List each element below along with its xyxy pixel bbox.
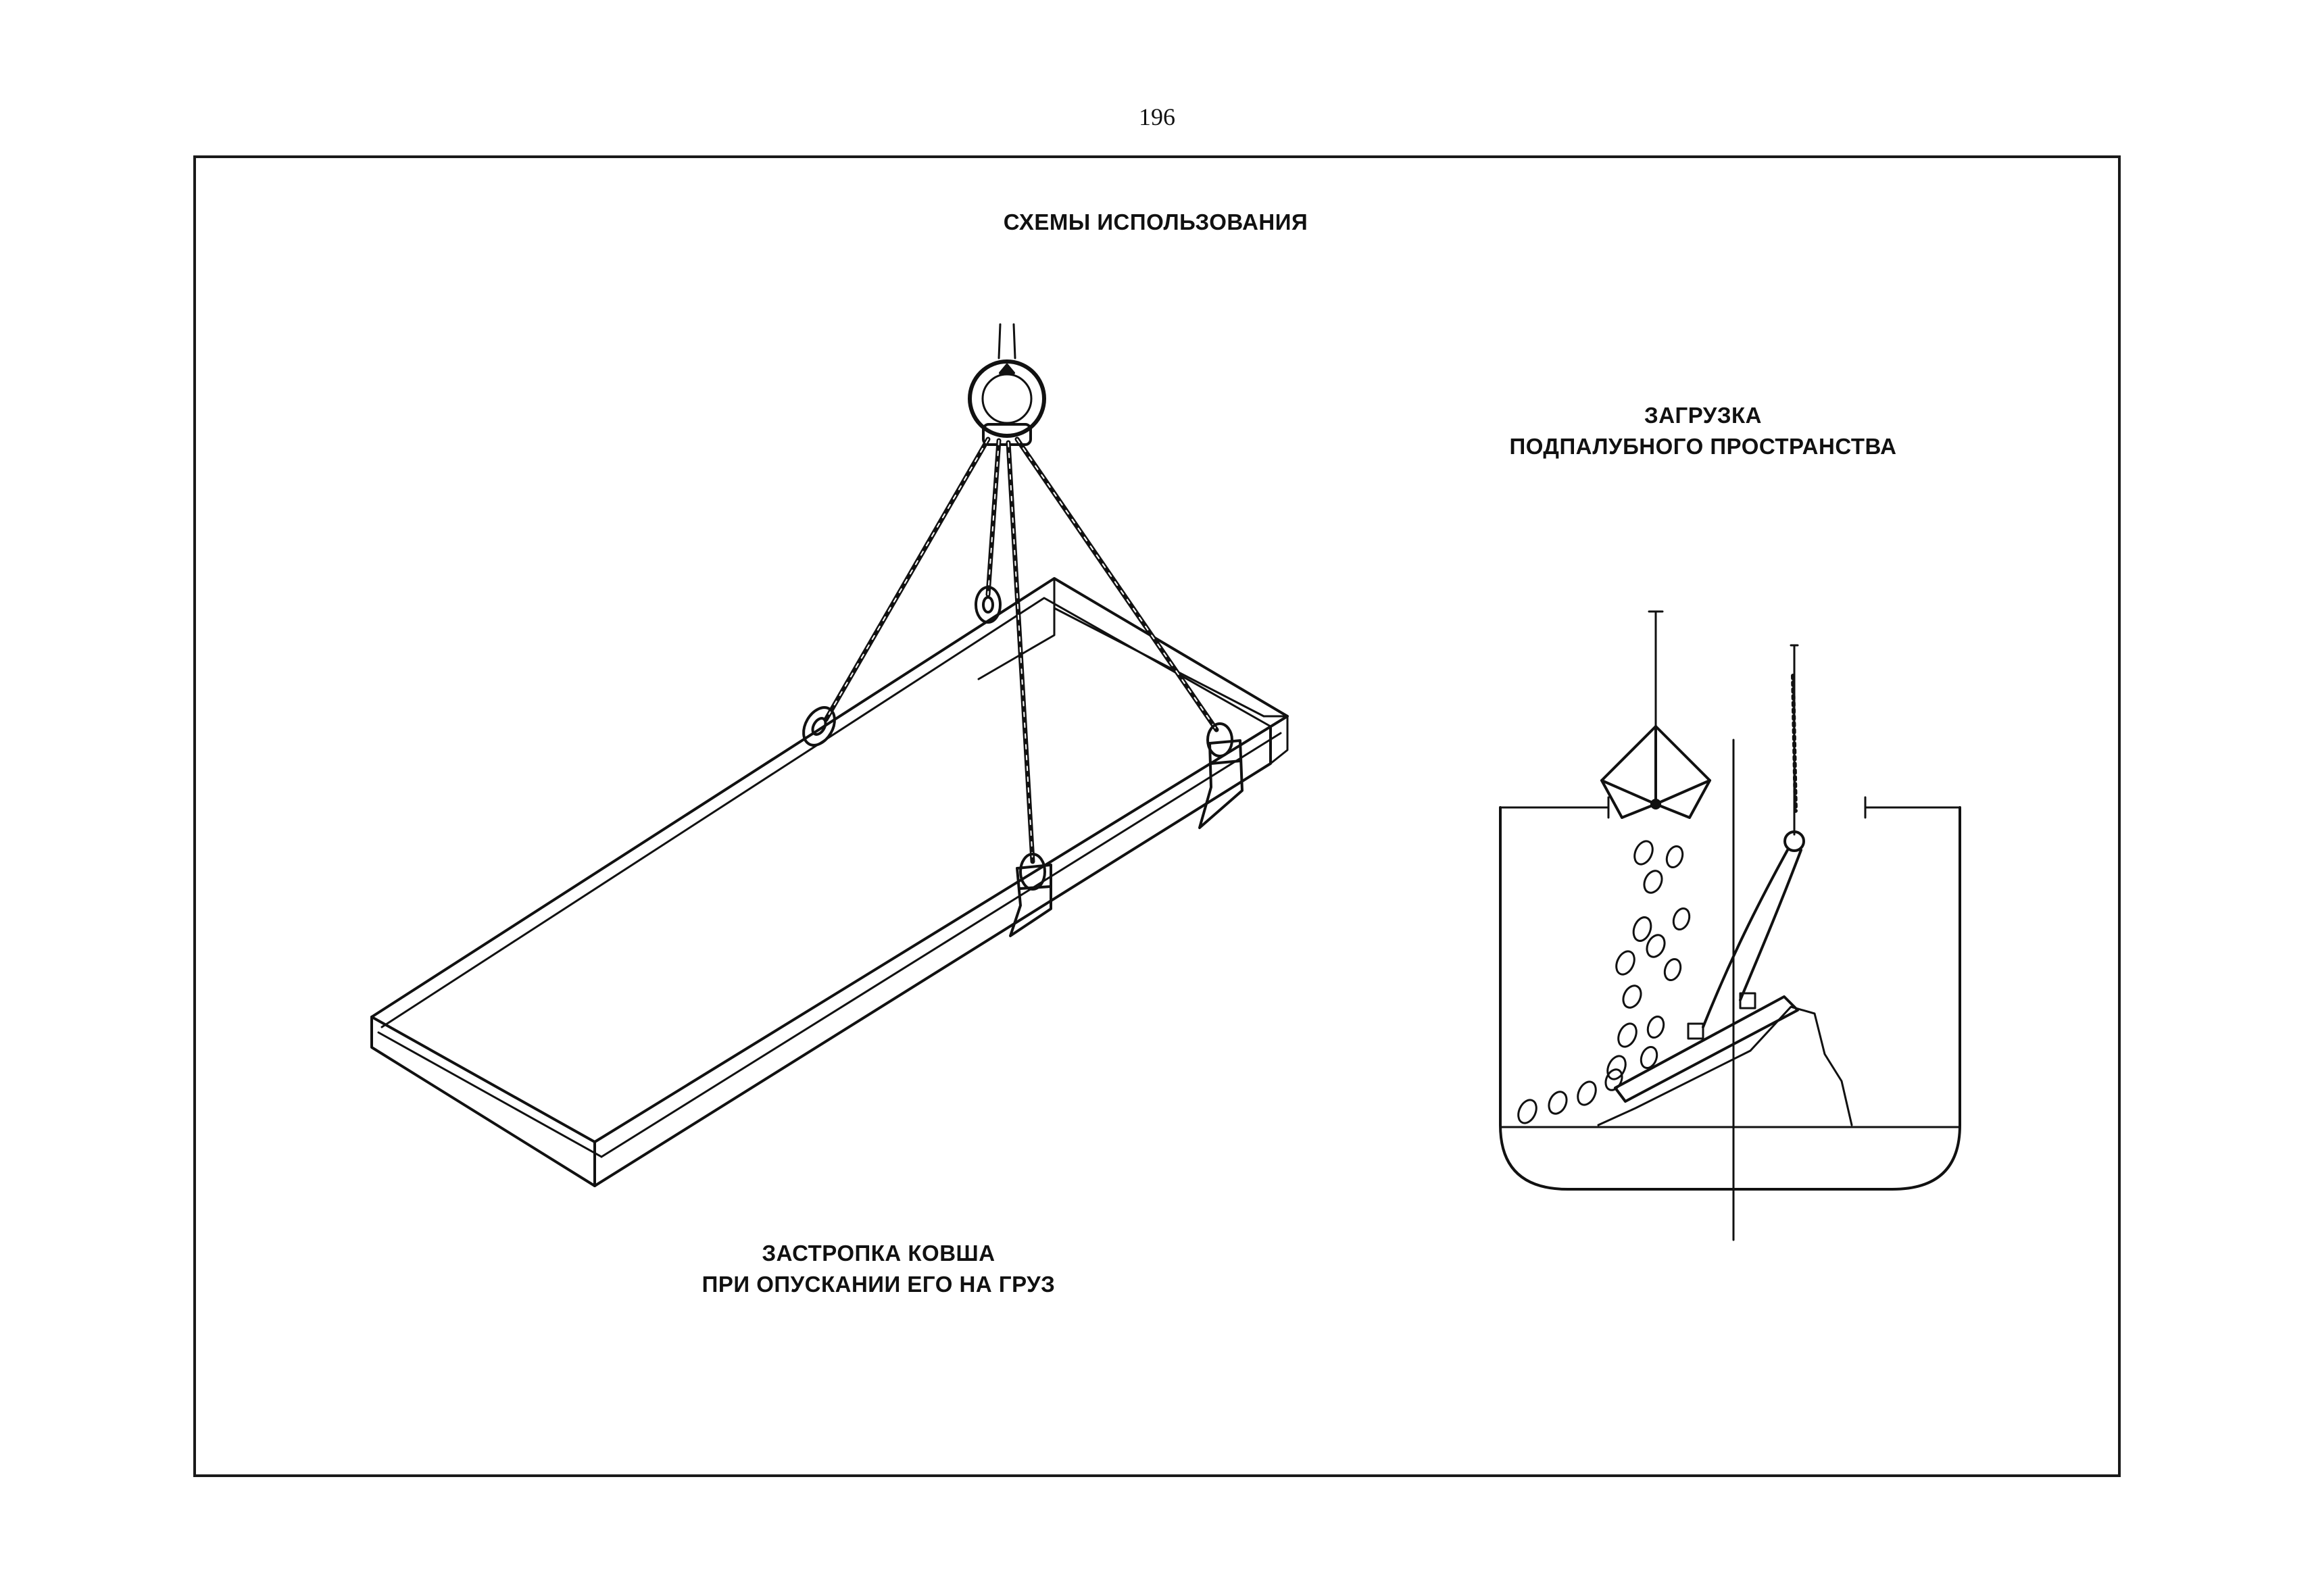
page-number: 196 — [1139, 103, 1175, 130]
trimming-scoop — [1614, 644, 1805, 1103]
cargo-pile — [1597, 1005, 1853, 1126]
sling-texture — [825, 439, 1217, 862]
drawing-frame — [193, 155, 2121, 1477]
slings — [823, 437, 1219, 864]
grab-bucket — [1600, 610, 1711, 819]
hold-loading-caption-line-1: ЗАГРУЗКА — [1644, 403, 1762, 428]
bucket-body — [370, 577, 1289, 1187]
bucket-slinging-caption: ЗАСТРОПКА КОВША ПРИ ОПУСКАНИИ ЕГО НА ГРУ… — [581, 1238, 1176, 1300]
hold-section-illustration — [1499, 610, 1961, 1241]
bucket-illustration — [370, 323, 1289, 1187]
hull-outline — [1499, 806, 1961, 1191]
hold-loading-caption-line-2: ПОДПАЛУБНОГО ПРОСТРАНСТВА — [1509, 434, 1897, 459]
hold-loading-caption: ЗАГРУЗКА ПОДПАЛУБНОГО ПРОСТРАНСТВА — [1412, 400, 1994, 462]
bucket-slinging-caption-line-2: ПРИ ОПУСКАНИИ ЕГО НА ГРУЗ — [701, 1272, 1056, 1297]
page-title: СХЕМЫ ИСПОЛЬЗОВАНИЯ — [1003, 209, 1308, 234]
sling-lugs — [802, 586, 1244, 937]
falling-cargo — [1517, 840, 1691, 1124]
lifting-ring — [968, 323, 1046, 446]
bucket-slinging-caption-line-1: ЗАСТРОПКА КОВША — [762, 1241, 995, 1266]
